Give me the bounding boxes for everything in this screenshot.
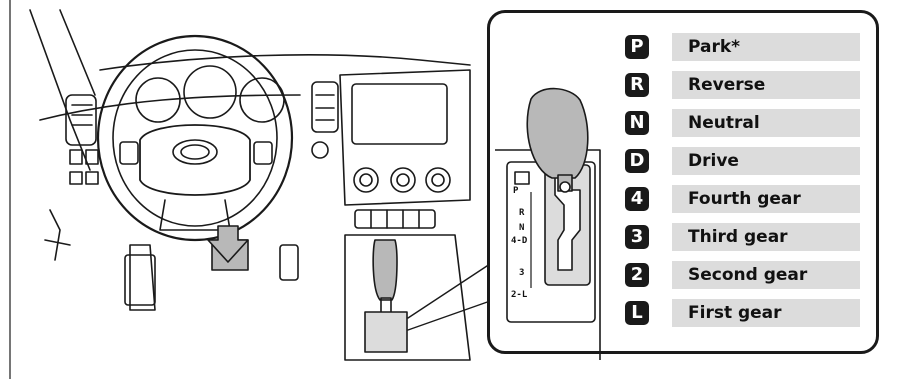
gear-name-reverse: Reverse <box>672 71 860 99</box>
gear-badge-4: 4 <box>625 187 649 211</box>
legend-row-first: L First gear <box>622 299 862 327</box>
gear-badge-d: D <box>625 149 649 173</box>
legend-row-fourth: 4 Fourth gear <box>622 185 862 213</box>
gate-label: R <box>519 208 549 218</box>
legend-row-park: P Park* <box>622 33 862 61</box>
gear-name-third: Third gear <box>672 223 860 251</box>
gear-name-first: First gear <box>672 299 860 327</box>
legend-row-third: 3 Third gear <box>622 223 862 251</box>
gear-badge-p: P <box>625 35 649 59</box>
shift-knob <box>527 89 588 178</box>
legend-row-drive: D Drive <box>622 147 862 175</box>
gear-name-park: Park* <box>672 33 860 61</box>
shift-pivot <box>560 182 570 192</box>
gear-name-drive: Drive <box>672 147 860 175</box>
gate-label: 3 <box>519 268 549 278</box>
legend-row-second: 2 Second gear <box>622 261 862 289</box>
gear-badge-l: L <box>625 301 649 325</box>
gear-badge-3: 3 <box>625 225 649 249</box>
gear-badge-n: N <box>625 111 649 135</box>
gate-label: P <box>513 186 543 196</box>
gear-name-second: Second gear <box>672 261 860 289</box>
legend-row-reverse: R Reverse <box>622 71 862 99</box>
gear-name-fourth: Fourth gear <box>672 185 860 213</box>
gear-name-neutral: Neutral <box>672 109 860 137</box>
gate-label: N <box>519 223 549 233</box>
gate-label: 2-L <box>511 290 541 300</box>
gear-badge-2: 2 <box>625 263 649 287</box>
gate-label: 4-D <box>511 236 541 246</box>
legend-row-neutral: N Neutral <box>622 109 862 137</box>
gate-label-column: P R N 4-D 3 2-L <box>513 168 543 318</box>
gear-badge-r: R <box>625 73 649 97</box>
